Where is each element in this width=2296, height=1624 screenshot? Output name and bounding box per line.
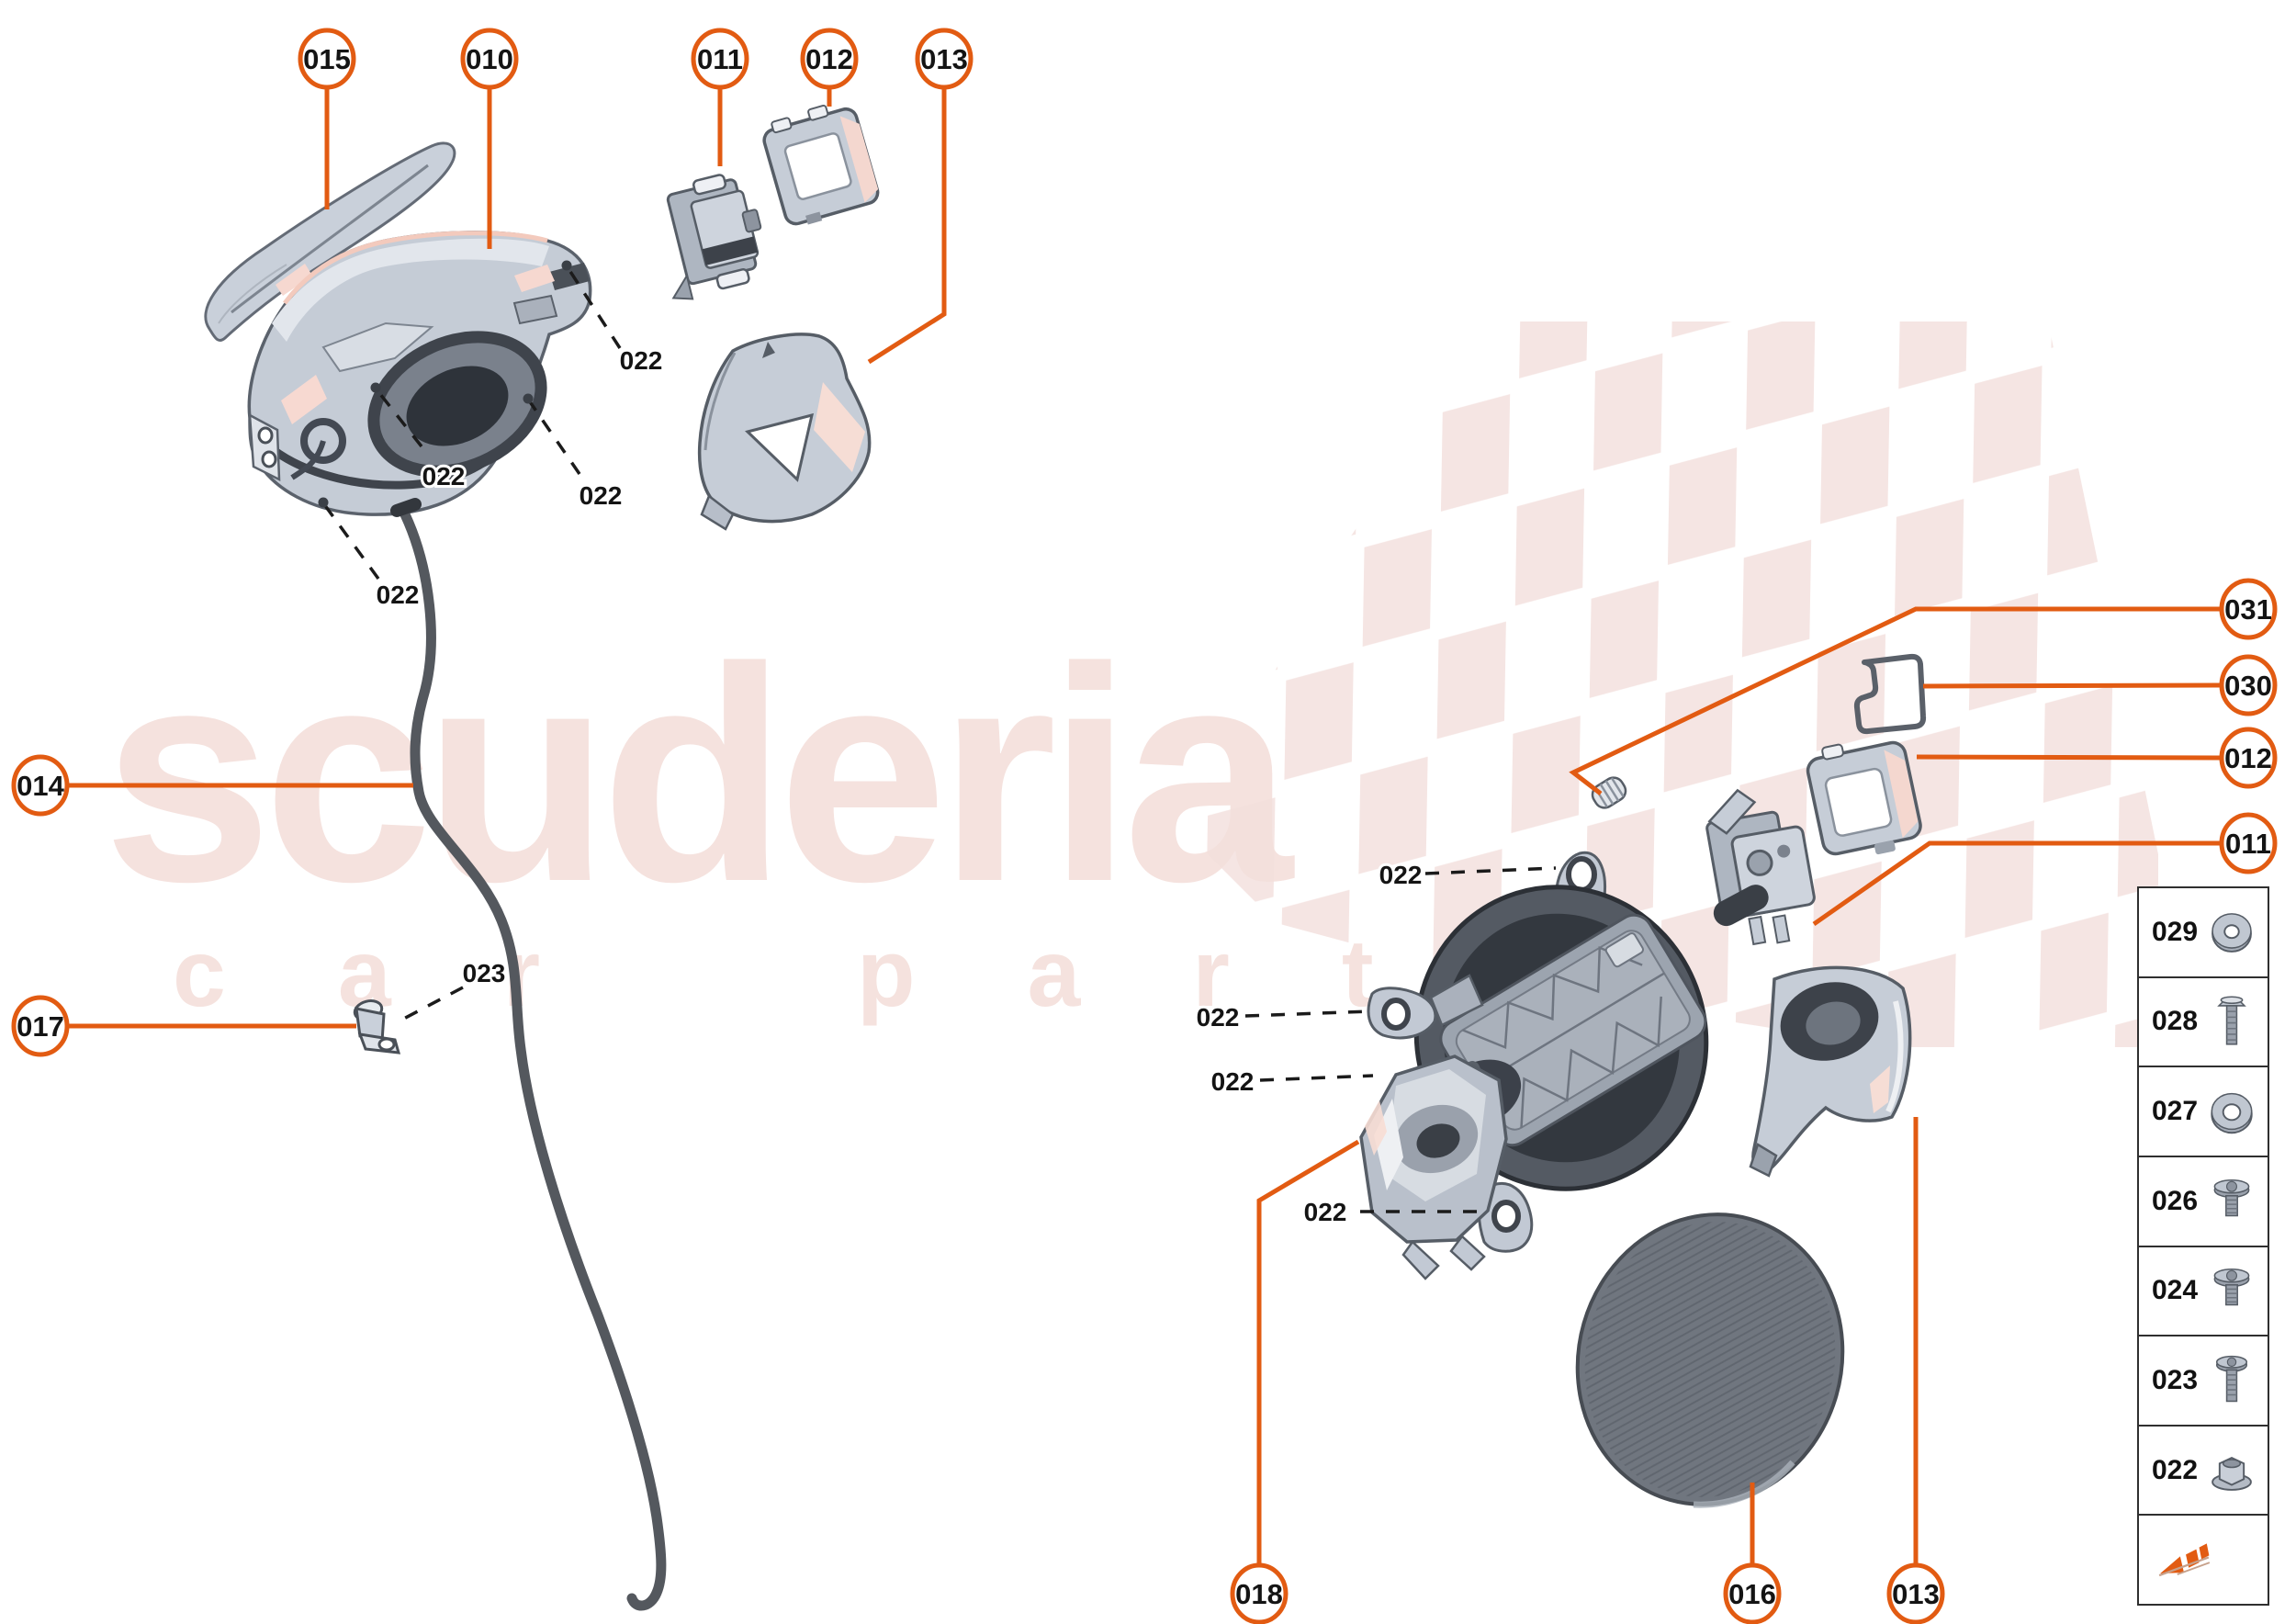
annotation-layer: 015 010 011 012 013 014 017 018 016 013 031 030 012 0… bbox=[11, 28, 2278, 1624]
callout-013[interactable]: 013 bbox=[867, 28, 974, 365]
washer-icon bbox=[2203, 896, 2260, 969]
legend-part-number: 023 bbox=[2152, 1364, 2199, 1395]
callout-011r[interactable]: 011 bbox=[1812, 812, 2278, 927]
callout-label: 012 bbox=[805, 43, 853, 75]
callout-016[interactable]: 016 bbox=[1723, 1483, 1782, 1624]
fastener-label: 022 bbox=[1379, 861, 1423, 889]
legend-part-number: 027 bbox=[2152, 1096, 2199, 1127]
callout-012r[interactable]: 012 bbox=[1916, 727, 2278, 789]
screw-pan-icon bbox=[2203, 1165, 2260, 1238]
legend-row-023[interactable]: 023 bbox=[2139, 1336, 2268, 1427]
fastener-label: 022 bbox=[1211, 1067, 1255, 1096]
legend-part-number: 028 bbox=[2152, 1006, 2199, 1037]
callout-014[interactable]: 014 bbox=[11, 754, 413, 817]
legend-part-number: 024 bbox=[2152, 1275, 2199, 1306]
callout-030[interactable]: 030 bbox=[1922, 654, 2278, 716]
part-mesh-cover bbox=[1575, 1212, 1845, 1508]
part-lock-actuator bbox=[666, 174, 762, 300]
legend-part-number: 022 bbox=[2152, 1454, 2199, 1485]
fastener-annotation-022-a8[interactable]: 022 bbox=[1209, 1065, 1374, 1099]
callout-label: 013 bbox=[920, 43, 968, 75]
callout-015[interactable]: 015 bbox=[298, 28, 356, 209]
part-gasket-outline bbox=[1853, 653, 1927, 735]
legend-row-027[interactable]: 027 bbox=[2139, 1067, 2268, 1157]
fastener-annotation-022-a6[interactable]: 022 bbox=[1377, 858, 1557, 892]
fastener-annotation-022-a2[interactable]: 022 bbox=[370, 382, 467, 493]
fastener-dot bbox=[523, 393, 534, 404]
screw-long-icon bbox=[2203, 1344, 2260, 1417]
fastener-label: 022 bbox=[1304, 1198, 1347, 1226]
fastener-label: 022 bbox=[620, 346, 663, 375]
part-filler-cup bbox=[1749, 965, 1912, 1178]
callout-label: 015 bbox=[303, 43, 351, 75]
legend-row-022[interactable]: 022 bbox=[2139, 1426, 2268, 1517]
fastener-dot bbox=[370, 382, 381, 393]
callout-label: 011 bbox=[2225, 828, 2271, 860]
legend-table: 029 028 027 026 024 023 022 bbox=[2137, 886, 2269, 1606]
legend-row-026[interactable]: 026 bbox=[2139, 1156, 2268, 1247]
legend-part-number: 029 bbox=[2152, 916, 2199, 947]
callout-label: 012 bbox=[2224, 742, 2272, 774]
watermark-brand: scuderia bbox=[103, 604, 1293, 945]
callout-label: 014 bbox=[17, 770, 64, 802]
callout-011[interactable]: 011 bbox=[691, 28, 749, 166]
fastener-label: 022 bbox=[377, 581, 420, 609]
fastener-label: 022 bbox=[580, 481, 623, 510]
callout-label: 018 bbox=[1235, 1578, 1283, 1610]
fastener-dot bbox=[561, 260, 572, 271]
callout-018[interactable]: 018 bbox=[1230, 1139, 1360, 1624]
callout-label: 031 bbox=[2224, 593, 2272, 626]
screw-pan-icon bbox=[2203, 1254, 2260, 1327]
callout-031[interactable]: 031 bbox=[1569, 578, 2278, 795]
bolt-long-icon bbox=[2203, 985, 2260, 1058]
callout-label: 013 bbox=[1892, 1578, 1940, 1610]
legend-row-028[interactable]: 028 bbox=[2139, 977, 2268, 1068]
part-actuator-bracket-right bbox=[1806, 740, 1922, 856]
fastener-dot bbox=[318, 497, 329, 508]
legend-row-029[interactable]: 029 bbox=[2139, 888, 2268, 978]
callout-013b[interactable]: 013 bbox=[1886, 1117, 1945, 1624]
legend-part-number: 026 bbox=[2152, 1185, 2199, 1216]
fastener-annotation-023-a5[interactable]: 023 bbox=[398, 956, 508, 1023]
fastener-annotation-022-a1[interactable]: 022 bbox=[561, 260, 665, 378]
callout-label: 010 bbox=[466, 43, 513, 75]
fastener-annotation-022-a7[interactable]: 022 bbox=[1194, 1000, 1371, 1034]
fastener-label: 023 bbox=[463, 959, 506, 987]
part-actuator-bracket bbox=[762, 104, 880, 226]
callout-label: 017 bbox=[17, 1010, 64, 1043]
part-cable-clamp bbox=[353, 999, 401, 1054]
brand-arrow-icon bbox=[2155, 1523, 2257, 1596]
fastener-label: 022 bbox=[1197, 1003, 1240, 1032]
part-filler-housing-rear bbox=[1359, 851, 1709, 1280]
callout-012[interactable]: 012 bbox=[800, 28, 859, 107]
callout-label: 030 bbox=[2224, 670, 2272, 702]
part-release-cable bbox=[390, 498, 667, 1611]
fastener-annotation-022-a4[interactable]: 022 bbox=[318, 497, 422, 612]
fastener-label: 022 bbox=[422, 462, 466, 491]
callout-label: 016 bbox=[1728, 1578, 1776, 1610]
callout-010[interactable]: 010 bbox=[460, 28, 519, 249]
fastener-annotation-022-a9[interactable]: 022 bbox=[1301, 1195, 1482, 1229]
part-fuel-door-lid bbox=[204, 141, 456, 342]
fastener-annotation-022-a3[interactable]: 022 bbox=[523, 393, 625, 513]
nut-flange-icon bbox=[2203, 1434, 2260, 1507]
washer-wide-icon bbox=[2203, 1075, 2260, 1148]
part-vent-grommet bbox=[1591, 776, 1627, 809]
part-lock-actuator-right bbox=[1705, 788, 1816, 946]
callout-label: 011 bbox=[697, 43, 743, 75]
callout-017[interactable]: 017 bbox=[11, 995, 356, 1057]
legend-row-logo[interactable] bbox=[2139, 1516, 2268, 1604]
legend-row-024[interactable]: 024 bbox=[2139, 1246, 2268, 1337]
part-lock-cover bbox=[697, 333, 872, 531]
